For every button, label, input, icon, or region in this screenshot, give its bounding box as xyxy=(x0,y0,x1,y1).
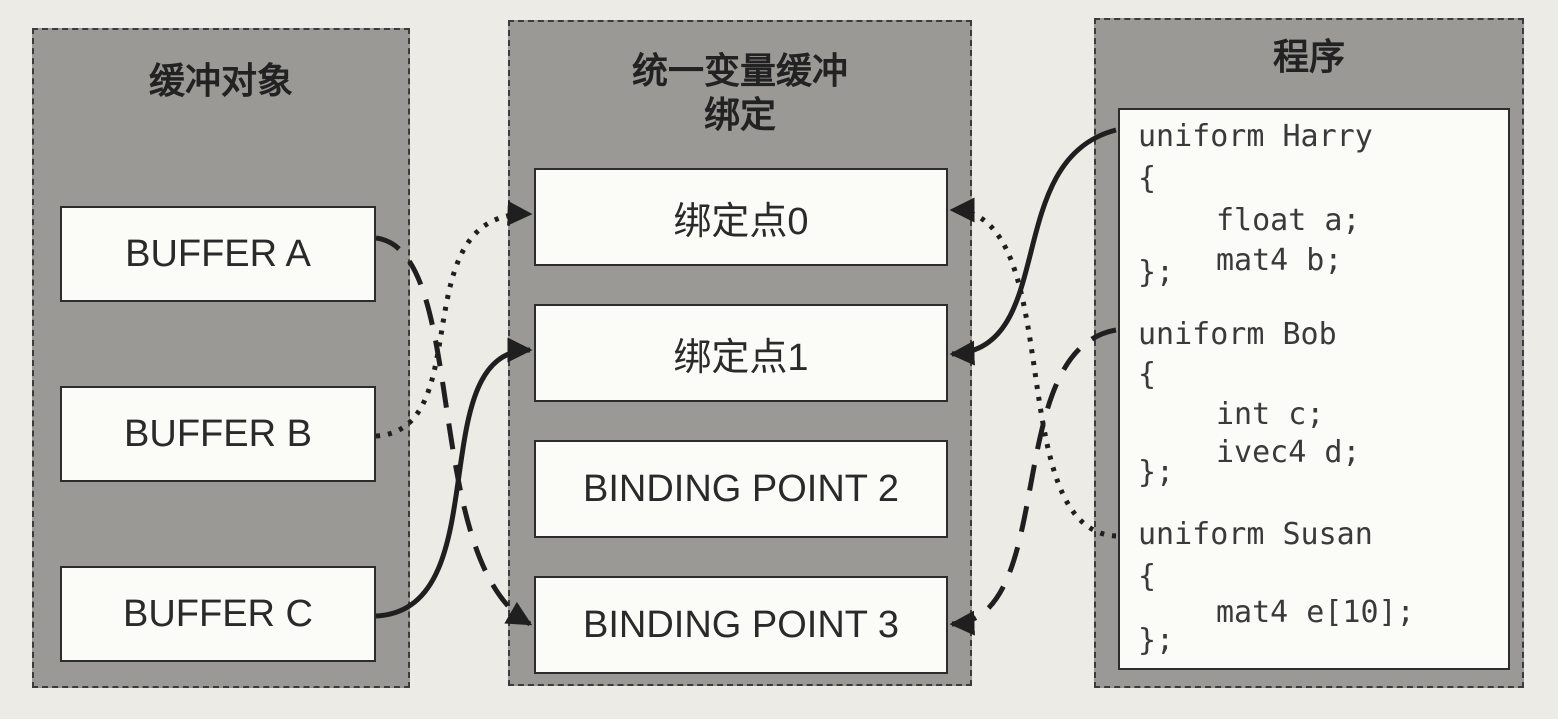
buffer-objects-panel: 缓冲对象 BUFFER A BUFFER B BUFFER C xyxy=(32,28,410,688)
bindings-title-line1: 统一变量缓冲 xyxy=(631,51,848,92)
buffer-c-box: BUFFER C xyxy=(60,566,376,662)
code-brace-open: { xyxy=(1138,559,1157,594)
connector-uniform-susan-to-binding-point-0 xyxy=(949,197,1117,539)
code-brace-close: }; xyxy=(1138,455,1175,490)
binding-point-2-box: BINDING POINT 2 xyxy=(534,440,948,538)
connector-uniform-harry-to-binding-point-1 xyxy=(949,127,1117,366)
buffer-b-box: BUFFER B xyxy=(60,386,376,482)
buffer-a-box: BUFFER A xyxy=(60,206,376,302)
buffer-objects-title: 缓冲对象 xyxy=(148,61,293,102)
code-field: float a; xyxy=(1216,203,1361,238)
code-field: ivec4 d; xyxy=(1216,435,1361,470)
code-uniform-susan: uniform Susan xyxy=(1138,517,1373,552)
uniform-buffer-bindings-title: 统一变量缓冲 绑定 xyxy=(510,50,970,138)
binding-point-0-box: 绑定点0 xyxy=(534,168,948,266)
binding-point-3-box: BINDING POINT 3 xyxy=(534,576,948,674)
bindings-title-line2: 绑定 xyxy=(703,95,776,136)
code-field: mat4 e[10]; xyxy=(1216,595,1415,630)
connector-uniform-bob-to-binding-point-3 xyxy=(949,327,1117,636)
program-title: 程序 xyxy=(1272,37,1345,78)
code-brace-close: }; xyxy=(1138,255,1175,290)
program-panel: 程序 uniform Harry { float a; mat4 b; }; u… xyxy=(1094,18,1524,688)
code-brace-open: { xyxy=(1138,357,1157,392)
code-uniform-bob: uniform Bob xyxy=(1138,317,1337,352)
uniform-buffer-bindings-panel: 统一变量缓冲 绑定 绑定点0 绑定点1 BINDING POINT 2 BIND… xyxy=(508,20,972,686)
shader-code-box: uniform Harry { float a; mat4 b; }; unif… xyxy=(1118,108,1510,670)
code-uniform-harry: uniform Harry xyxy=(1138,119,1373,154)
code-field: mat4 b; xyxy=(1216,243,1343,278)
code-field: int c; xyxy=(1216,397,1325,432)
code-brace-close: }; xyxy=(1138,623,1175,658)
binding-point-1-box: 绑定点1 xyxy=(534,304,948,402)
code-brace-open: { xyxy=(1138,161,1157,196)
